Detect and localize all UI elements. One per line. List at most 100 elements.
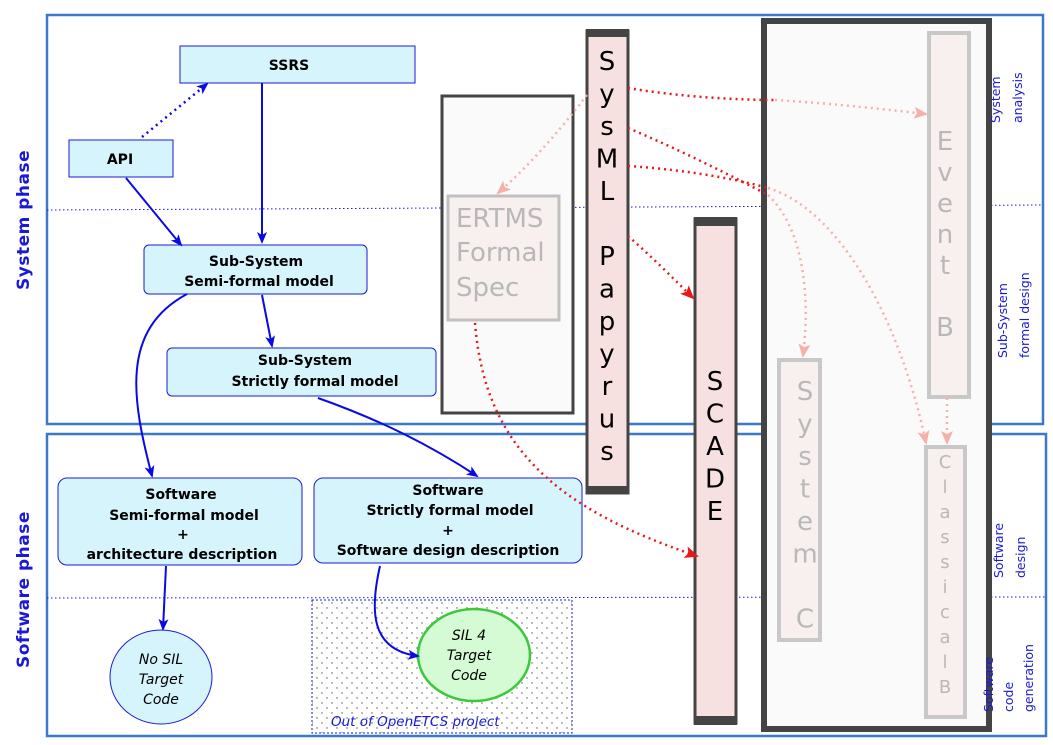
- software-semiformal-line2: Semi-formal model: [109, 508, 259, 524]
- sysml-letter: u: [599, 405, 615, 435]
- arrow-sysml-to-classicalb-red: [627, 164, 769, 190]
- software-semiformal-line4: architecture description: [87, 547, 278, 563]
- system-c-letter: m: [792, 540, 817, 570]
- event-b-letter: v: [937, 158, 952, 188]
- api-box: [68, 139, 174, 178]
- scade-letter: E: [707, 497, 723, 527]
- system-c-letter: s: [798, 442, 812, 472]
- arrow-semiformal-to-strict: [261, 294, 275, 348]
- arrow-to-systemc: [767, 194, 811, 358]
- sil4-line2: Target: [447, 648, 492, 664]
- scade-letter: C: [706, 400, 724, 430]
- arrow-sysml-to-systemc-red: [627, 126, 769, 197]
- arrow-to-eventb: [774, 98, 928, 119]
- event-b-letter: n: [937, 220, 953, 250]
- classical-b-letter: s: [940, 552, 949, 573]
- no-sil-line2: Target: [139, 672, 184, 688]
- software-strict-line1: Software: [412, 483, 483, 499]
- ertms-label-2: Formal: [456, 238, 545, 268]
- side-label-software-code-generation: Software code generation: [981, 644, 1036, 712]
- svg-text:formal design: formal design: [1017, 272, 1032, 358]
- software-strict-line2: Strictly formal model: [366, 503, 533, 519]
- sysml-letter: s: [600, 112, 614, 142]
- system-c-letter: e: [797, 507, 813, 537]
- sil4-line3: Code: [451, 668, 487, 684]
- sysml-letter: p: [599, 307, 616, 337]
- sysml-letter: M: [596, 145, 618, 175]
- scade-bar: [693, 217, 738, 725]
- event-b-bar: [927, 31, 971, 399]
- subsystem-strict-box: [166, 347, 437, 397]
- software-semiformal-line3: +: [177, 527, 189, 543]
- sysml-letter: y: [599, 80, 614, 110]
- event-b-letter: e: [937, 189, 953, 219]
- arrow-software-to-sil4: [373, 565, 420, 660]
- side-label-software-design: Software design: [991, 523, 1028, 578]
- event-b-letter: t: [940, 251, 950, 281]
- classical-b-letter: c: [940, 602, 950, 623]
- ssrs-box: [179, 45, 416, 84]
- subsystem-strict-line2: Strictly formal model: [231, 374, 398, 390]
- side-label-subsystem-formal-design: Sub-System formal design: [995, 272, 1032, 358]
- arrow-api-to-ssrs: [141, 82, 209, 138]
- classical-b-bar: [924, 445, 967, 719]
- system-c-bar: [777, 358, 822, 642]
- system-c-letter: C: [796, 605, 814, 635]
- system-c-letter: S: [797, 377, 814, 407]
- scade-letter: S: [707, 367, 724, 397]
- subsystem-semiformal-line1: Sub-System: [209, 254, 303, 270]
- arrow-ertms-to-scade: [473, 322, 699, 558]
- classical-b-letter: i: [942, 577, 947, 598]
- out-of-project-label: Out of OpenETCS project: [331, 714, 500, 730]
- no-sil-line1: No SIL: [139, 652, 183, 668]
- system-c-letter: t: [800, 475, 810, 505]
- svg-text:Sub-System: Sub-System: [995, 283, 1010, 358]
- ssrs-label: SSRS: [269, 58, 309, 74]
- sysml-letter: r: [602, 372, 613, 402]
- svg-text:generation: generation: [1021, 644, 1036, 712]
- subsystem-semiformal-box: [143, 244, 368, 295]
- arrow-to-classicalb: [767, 186, 930, 445]
- software-semiformal-box: [57, 477, 303, 566]
- sysml-letter: S: [599, 47, 616, 77]
- svg-text:code: code: [1001, 682, 1016, 712]
- svg-text:design: design: [1013, 537, 1028, 578]
- ertms-label-3: Spec: [456, 273, 519, 303]
- scade-letter: A: [706, 432, 724, 462]
- arrow-strict-to-software: [317, 397, 479, 478]
- software-strict-line3: +: [442, 523, 454, 539]
- software-phase-frame: [45, 432, 1048, 738]
- arrow-sysml-to-ertms: [496, 94, 588, 195]
- sysml-letter: L: [600, 177, 615, 207]
- arrow-sysml-to-eventb-red: [627, 86, 776, 102]
- system-phase-label: System phase: [14, 150, 34, 290]
- sysml-bar: [585, 29, 630, 495]
- software-phase-label: Software phase: [14, 511, 34, 668]
- software-semiformal-line1: Software: [145, 487, 216, 503]
- sysml-letter: P: [599, 242, 615, 272]
- api-label: API: [107, 152, 133, 168]
- software-strict-box: [313, 477, 583, 564]
- scade-letter: D: [705, 465, 725, 495]
- classical-b-letter: s: [940, 527, 949, 548]
- arrow-sysml-to-scade: [627, 235, 695, 300]
- subsystem-semiformal-line2: Semi-formal model: [184, 274, 334, 290]
- ertms-label-1: ERTMS: [456, 204, 543, 234]
- arrow-semiformal-to-software: [135, 293, 188, 478]
- classical-b-letter: C: [939, 452, 952, 473]
- sysml-letter: s: [600, 437, 614, 467]
- sysml-letter: y: [599, 340, 614, 370]
- svg-text:analysis: analysis: [1010, 72, 1025, 123]
- svg-text:Software: Software: [981, 657, 996, 712]
- svg-text:Software: Software: [991, 523, 1006, 578]
- arrow-api-to-subsystem: [125, 177, 183, 247]
- system-phase-frame: [45, 13, 1045, 426]
- sysml-letter: a: [599, 275, 615, 305]
- event-b-letter: B: [936, 313, 954, 343]
